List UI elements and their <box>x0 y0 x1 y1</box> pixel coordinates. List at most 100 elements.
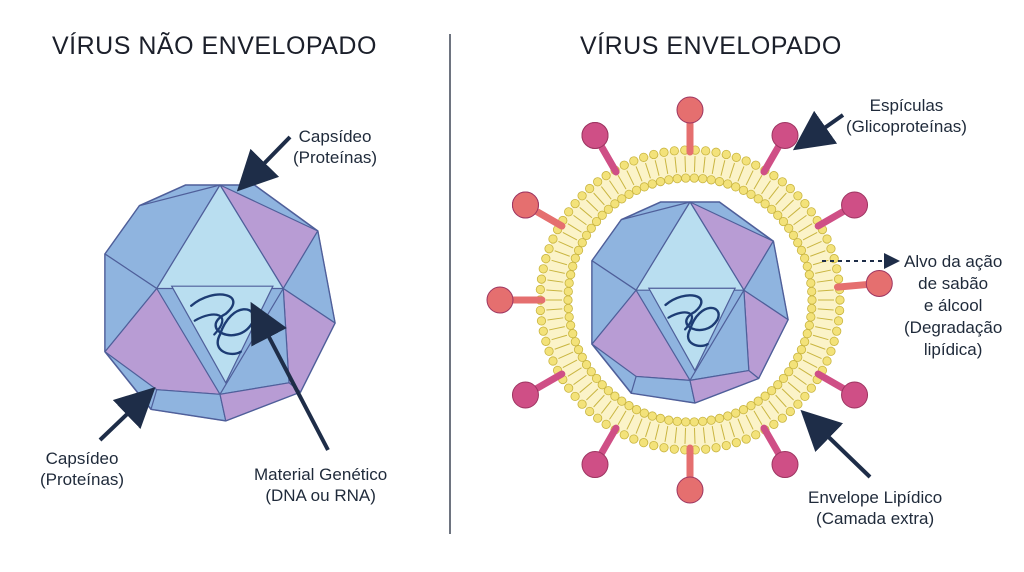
lipid-head <box>577 399 587 409</box>
lipid-head <box>629 156 639 166</box>
lipid-head <box>741 434 751 444</box>
lipid-tail <box>768 400 780 414</box>
spike-head <box>841 381 869 409</box>
lipid-tail <box>761 405 771 420</box>
lipid-head <box>629 434 639 444</box>
lipid-head <box>593 177 603 187</box>
spike-head <box>581 451 609 479</box>
lipid-head <box>698 416 708 426</box>
lipid-head <box>822 356 832 366</box>
lipid-head <box>669 444 679 454</box>
spike-head <box>511 381 539 409</box>
capsid-face <box>219 382 302 422</box>
lipid-head <box>796 245 807 255</box>
lipid-head <box>631 185 642 195</box>
lipid-head <box>570 337 580 347</box>
lipid-head <box>570 198 580 209</box>
lipid-head <box>793 399 803 409</box>
genetic-material-label: Material Genético (DNA ou RNA) <box>254 465 388 505</box>
lipid-target-label: Alvo da ação de sabão e álcool (Degradaç… <box>904 252 1003 359</box>
lipid-head <box>738 405 749 415</box>
lipid-head <box>807 295 817 305</box>
capsid-face <box>150 389 227 422</box>
lipid-head <box>564 312 574 322</box>
lipid-tail <box>684 156 687 173</box>
lipid-head <box>767 386 777 396</box>
lipid-head <box>773 210 783 220</box>
lipid-head <box>802 329 812 339</box>
spike-head <box>841 191 869 219</box>
lipid-head <box>585 406 595 417</box>
right-panel-title: VÍRUS ENVELOPADO <box>580 32 842 60</box>
spikes-label: Espículas (Glicoproteínas) <box>846 96 967 136</box>
lipid-tail <box>693 156 696 173</box>
lipid-head <box>832 326 842 336</box>
lipid-tail <box>793 214 807 226</box>
lipid-head <box>568 261 578 271</box>
lipid-tail <box>547 317 564 321</box>
lipid-head <box>835 305 845 316</box>
lipid-head <box>624 189 634 199</box>
lipid-head <box>586 223 596 233</box>
lipid-tail <box>775 394 787 408</box>
lipid-head <box>538 326 548 336</box>
lipid-head <box>577 352 587 362</box>
lipid-tail <box>593 192 605 206</box>
lipid-head <box>639 438 649 448</box>
envelope-arrow-icon <box>800 409 872 479</box>
lipid-head <box>664 175 674 185</box>
lipid-tail <box>720 424 726 440</box>
lipid-tail <box>554 250 570 257</box>
lipid-tail <box>815 326 831 331</box>
lipid-head <box>784 367 794 377</box>
lipid-tail <box>787 381 801 393</box>
lipid-head <box>631 405 642 415</box>
lipid-head <box>563 286 573 297</box>
lipid-tail <box>554 343 570 350</box>
lipid-head <box>689 417 699 427</box>
panel-divider <box>449 34 451 534</box>
lipid-head <box>544 346 554 356</box>
lipid-head <box>793 352 803 362</box>
lipid-head <box>769 419 779 429</box>
lipid-head <box>597 210 607 220</box>
lipid-head <box>649 149 659 160</box>
lipid-tail <box>745 414 754 430</box>
lipid-head <box>639 152 649 162</box>
lipid-tail <box>816 317 833 321</box>
lipid-head <box>822 234 832 244</box>
lipid-tail <box>711 425 716 442</box>
lipid-head <box>793 191 803 201</box>
lipid-tail <box>549 269 565 274</box>
lipid-head <box>535 284 545 295</box>
lipid-head <box>800 337 810 347</box>
lipid-tail <box>586 199 599 212</box>
lipid-tail <box>573 214 587 226</box>
lipid-head <box>784 223 794 233</box>
lipid-head <box>731 152 741 162</box>
lipid-tail <box>802 231 818 241</box>
lipid-head <box>785 406 795 417</box>
lipid-tail <box>562 231 578 241</box>
lipid-tail <box>547 279 564 283</box>
lipid-tail <box>812 334 829 341</box>
lipid-head <box>593 413 603 423</box>
lipid-head <box>536 274 547 284</box>
lipid-tail <box>720 160 726 176</box>
lipid-head <box>603 386 613 396</box>
lipid-tail <box>546 289 563 292</box>
lipid-tail <box>768 186 780 200</box>
lipid-head <box>802 261 812 271</box>
lipid-head <box>564 278 574 288</box>
lipid-tail <box>600 186 612 200</box>
envelope-label: Envelope Lipídico (Camada extra) <box>808 488 943 528</box>
lipid-head <box>577 238 587 248</box>
lipid-head <box>659 147 669 157</box>
lipid-tail <box>617 410 627 425</box>
lipid-head <box>714 177 725 187</box>
lipid-head <box>672 416 682 426</box>
lipid-tail <box>806 351 822 360</box>
lipid-tail <box>745 170 754 186</box>
lipid-head <box>581 360 592 370</box>
